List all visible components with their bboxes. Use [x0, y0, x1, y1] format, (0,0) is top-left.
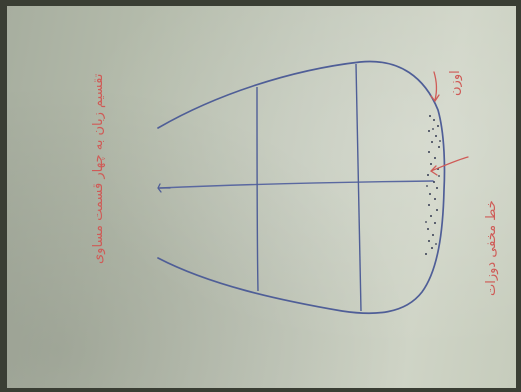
arrow-left-mid: [158, 184, 170, 192]
dotted-zone: [425, 115, 441, 255]
divider-vertical-right: [356, 64, 361, 311]
annotation-right: خط مخفی دوزات: [484, 200, 499, 296]
red-arrow-center: [431, 157, 468, 175]
annotation-left: تقسیم زبان به چهار قسمت مساوی: [91, 73, 106, 264]
divider-vertical-left: [257, 87, 258, 291]
tongue-outline: [158, 61, 444, 313]
annotation-top-right: اوزن: [448, 70, 463, 96]
red-arrow-top: [431, 72, 439, 101]
divider-horizontal: [160, 181, 433, 188]
